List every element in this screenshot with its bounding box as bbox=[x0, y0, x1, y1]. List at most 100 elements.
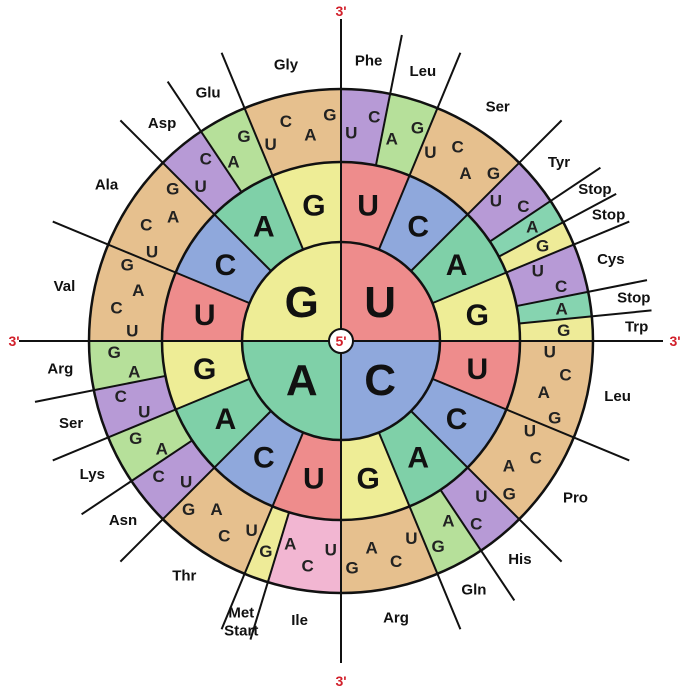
amino-acid-label: Pro bbox=[563, 490, 588, 507]
first-base-label: A bbox=[286, 356, 318, 405]
third-base-label: U bbox=[126, 322, 138, 341]
third-base-label: U bbox=[345, 123, 357, 142]
amino-acid-label: Stop bbox=[592, 206, 625, 223]
amino-acid-label: Thr bbox=[172, 567, 196, 584]
second-base-AU bbox=[272, 432, 341, 520]
amino-acid-label: Cys bbox=[597, 251, 625, 268]
third-base-label: G bbox=[536, 237, 549, 256]
third-base-label: G bbox=[182, 500, 195, 519]
codon-group-arg bbox=[89, 341, 166, 391]
second-base-label: C bbox=[407, 210, 429, 243]
third-base-label: C bbox=[110, 299, 122, 318]
codon-group-met-start bbox=[244, 506, 290, 583]
second-base-GA bbox=[214, 175, 304, 271]
codon-group-val bbox=[89, 244, 176, 341]
end-3prime-label-top: 3' bbox=[335, 3, 346, 19]
third-base-label: U bbox=[246, 521, 258, 540]
codon-group-leu bbox=[375, 93, 438, 176]
codon-group-cys bbox=[506, 244, 589, 307]
codon-group-leu bbox=[506, 341, 593, 438]
second-base-label: U bbox=[466, 353, 488, 386]
amino-acid-label: Arg bbox=[47, 361, 73, 378]
third-base-label: G bbox=[129, 429, 142, 448]
codon-group-stop bbox=[516, 291, 592, 324]
second-base-UU bbox=[341, 162, 410, 250]
amino-acid-label: Leu bbox=[410, 63, 437, 80]
third-base-label: U bbox=[532, 262, 544, 281]
amino-acid-label: Ser bbox=[486, 99, 510, 116]
amino-acid-label: Stop bbox=[617, 290, 650, 307]
first-base-G bbox=[242, 242, 341, 341]
amino-acid-label: Stop bbox=[578, 181, 611, 198]
third-base-label: U bbox=[325, 541, 337, 560]
third-base-label: U bbox=[424, 143, 436, 162]
second-base-label: G bbox=[466, 299, 489, 332]
codon-group-gln bbox=[409, 489, 482, 574]
second-base-label: G bbox=[302, 190, 325, 223]
third-base-label: A bbox=[132, 281, 144, 300]
second-base-CA bbox=[378, 411, 468, 507]
amino-acid-label: Gln bbox=[461, 582, 486, 599]
amino-acid-labels: PheLeuSerTyrStopStopCysStopTrpLeuProHisG… bbox=[47, 52, 650, 639]
second-base-label: G bbox=[193, 353, 216, 386]
third-base-label: G bbox=[346, 559, 359, 578]
amino-acid-label: Ala bbox=[95, 176, 119, 193]
second-base-label: U bbox=[303, 462, 325, 495]
third-base-label: U bbox=[490, 192, 502, 211]
ring-fills bbox=[89, 89, 593, 593]
center-5prime-label: 5' bbox=[335, 333, 346, 349]
second-base-UC bbox=[378, 175, 468, 271]
third-base-label: A bbox=[538, 383, 550, 402]
third-base-label: G bbox=[503, 484, 516, 503]
codon-group-lys bbox=[108, 409, 193, 482]
third-base-label: A bbox=[128, 363, 140, 382]
third-base-label: G bbox=[121, 256, 134, 275]
second-base-GG bbox=[272, 162, 341, 250]
third-base-label: U bbox=[524, 421, 536, 440]
amino-acid-label: Ile bbox=[291, 612, 308, 629]
third-base-label: G bbox=[557, 321, 570, 340]
codon-group-glu bbox=[200, 108, 273, 193]
third-base-label: A bbox=[526, 217, 538, 236]
amino-acid-label: Leu bbox=[604, 388, 631, 405]
third-base-label: C bbox=[390, 552, 402, 571]
third-base-label: U bbox=[180, 472, 192, 491]
first-base-label: U bbox=[364, 278, 396, 327]
third-base-label: U bbox=[138, 402, 150, 421]
second-base-GC bbox=[175, 214, 271, 304]
third-base-label: G bbox=[323, 105, 336, 124]
codon-group-phe bbox=[341, 89, 391, 166]
third-base-label: C bbox=[153, 467, 165, 486]
third-base-label: A bbox=[459, 164, 471, 183]
amino-acid-label: Arg bbox=[383, 610, 409, 627]
third-base-label: C bbox=[200, 150, 212, 169]
amino-acid-label: Phe bbox=[355, 52, 383, 69]
first-base-label: G bbox=[285, 278, 319, 327]
third-base-label: G bbox=[548, 408, 561, 427]
third-base-label: A bbox=[167, 207, 179, 226]
third-base-label: G bbox=[108, 343, 121, 362]
amino-acid-label: Asp bbox=[148, 115, 176, 132]
codon-group-his bbox=[440, 467, 520, 551]
codon-group-tyr bbox=[467, 162, 551, 242]
third-base-label: U bbox=[475, 487, 487, 506]
amino-acid-label: Lys bbox=[80, 466, 105, 483]
codon-group-thr bbox=[162, 467, 273, 574]
second-base-CC bbox=[411, 378, 507, 468]
third-base-label: A bbox=[386, 129, 398, 148]
first-base-U bbox=[341, 242, 440, 341]
third-base-label: U bbox=[405, 529, 417, 548]
second-base-CU bbox=[432, 341, 520, 410]
end-3prime-label-right: 3' bbox=[669, 333, 680, 349]
second-base-AA bbox=[175, 378, 271, 468]
amino-acid-label: Tyr bbox=[548, 154, 570, 171]
third-base-label: G bbox=[237, 127, 250, 146]
first-base-C bbox=[341, 341, 440, 440]
second-base-label: U bbox=[194, 299, 216, 332]
third-base-label: G bbox=[166, 180, 179, 199]
third-base-label: U bbox=[264, 135, 276, 154]
third-base-label: C bbox=[115, 387, 127, 406]
third-base-label: G bbox=[259, 542, 272, 561]
